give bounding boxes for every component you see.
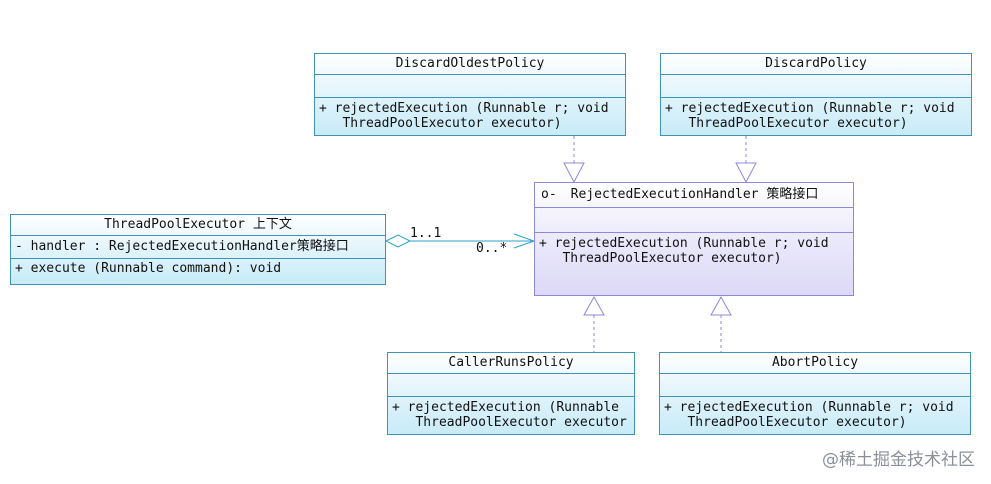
class-name: ThreadPoolExecutor 上下文 (11, 215, 385, 236)
operations-compartment: + rejectedExecution (Runnable r; void Th… (665, 101, 955, 131)
realization-discard (735, 136, 757, 184)
class-name: CallerRunsPolicy (388, 353, 634, 374)
realization-caller-runs (583, 295, 605, 352)
target-multiplicity: 0..* (476, 241, 508, 256)
interface-rejected-execution-handler[interactable]: o- RejectedExecutionHandler 策略接口 + reject… (534, 182, 854, 296)
operations-compartment: + rejectedExecution (Runnable r; void Th… (664, 400, 954, 430)
class-name: AbortPolicy (660, 353, 970, 374)
attributes-compartment (535, 208, 853, 233)
interface-lollipop-icon: o- (541, 187, 557, 202)
operations-compartment: + rejectedExecution (Runnable r; void Th… (539, 236, 829, 266)
realization-discard-oldest (563, 136, 585, 184)
class-abort-policy[interactable]: AbortPolicy + rejectedExecution (Runnabl… (659, 352, 971, 435)
interface-header: o- RejectedExecutionHandler 策略接口 (535, 183, 853, 208)
class-name: DiscardOldestPolicy (315, 54, 625, 75)
class-discard-oldest-policy[interactable]: DiscardOldestPolicy + rejectedExecution … (314, 53, 626, 136)
interface-name: RejectedExecutionHandler 策略接口 (570, 187, 819, 202)
operations-compartment: + execute (Runnable command): void (15, 261, 282, 276)
attributes-compartment (660, 374, 970, 397)
source-multiplicity: 1..1 (410, 226, 442, 241)
operations-compartment: + rejectedExecution (Runnable r; void Th… (319, 101, 609, 131)
attributes-compartment (315, 75, 625, 98)
aggregation-association (384, 233, 536, 249)
attributes-compartment (388, 374, 634, 397)
class-name: DiscardPolicy (661, 54, 971, 75)
operations-compartment: + rejectedExecution (Runnable ThreadPool… (392, 400, 627, 430)
realization-abort (710, 295, 732, 352)
class-caller-runs-policy[interactable]: CallerRunsPolicy + rejectedExecution (Ru… (387, 352, 635, 435)
watermark-text: @稀土掘金技术社区 (822, 450, 975, 470)
attributes-compartment: - handler : RejectedExecutionHandler策略接口 (11, 236, 385, 259)
class-discard-policy[interactable]: DiscardPolicy + rejectedExecution (Runna… (660, 53, 972, 136)
attributes-compartment (661, 75, 971, 98)
class-thread-pool-executor[interactable]: ThreadPoolExecutor 上下文 - handler : Rejec… (10, 214, 386, 285)
